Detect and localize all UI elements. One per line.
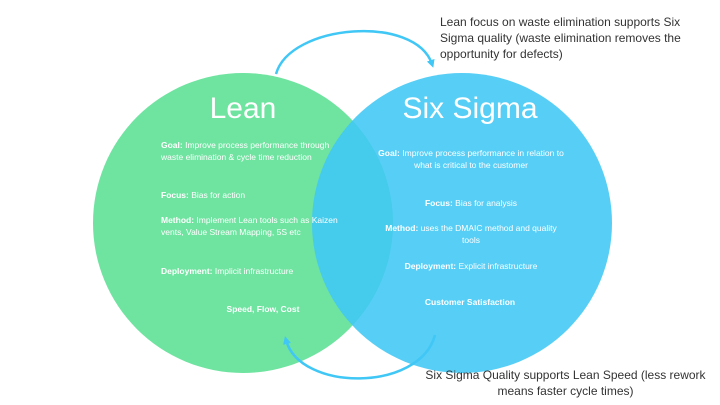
six-sigma-method-text: uses the DMAIC method and quality tools xyxy=(418,223,557,245)
lean-goal: Goal: Improve process performance throug… xyxy=(161,139,351,163)
bottom-arrow xyxy=(283,334,437,380)
six-sigma-method: Method: uses the DMAIC method and qualit… xyxy=(378,222,564,246)
lean-goal-label: Goal: xyxy=(161,140,183,150)
lean-deployment: Deployment: Implicit infrastructure xyxy=(161,265,351,277)
six-sigma-goal-label: Goal: xyxy=(378,148,400,158)
top-arrow xyxy=(274,29,435,75)
six-sigma-deployment: Deployment: Explicit infrastructure xyxy=(378,260,564,272)
lean-focus-label: Focus: xyxy=(161,190,189,200)
lean-method-label: Method: xyxy=(161,215,195,225)
six-sigma-footer: Customer Satisfaction xyxy=(424,297,516,307)
bottom-annotation: Six Sigma Quality supports Lean Speed (l… xyxy=(425,368,706,398)
six-sigma-goal-text: Improve process performance in relation … xyxy=(399,148,564,170)
six-sigma-title: Six Sigma xyxy=(402,92,538,125)
six-sigma-focus-text: Bias for analysis xyxy=(452,198,518,208)
six-sigma-deployment-text: Explicit infrastructure xyxy=(456,261,538,271)
lean-title: Lean xyxy=(209,92,277,125)
six-sigma-focus-label: Focus: xyxy=(424,198,453,208)
lean-deployment-label: Deployment: xyxy=(161,266,213,276)
lean-focus-text: Bias for action xyxy=(188,190,246,200)
lean-method-text: Implement Lean tools such as Kaizen vent… xyxy=(161,215,338,237)
lean-footer: Speed, Flow, Cost xyxy=(226,304,300,314)
six-sigma-deployment-label: Deployment: xyxy=(404,261,457,271)
six-sigma-goal: Goal: Improve process performance in rel… xyxy=(378,147,564,171)
top-annotation: Lean focus on waste elimination supports… xyxy=(440,15,681,61)
lean-method: Method: Implement Lean tools such as Kai… xyxy=(161,214,351,238)
six-sigma-method-label: Method: xyxy=(385,223,419,233)
six-sigma-circle xyxy=(312,73,612,373)
six-sigma-focus: Focus: Bias for analysis xyxy=(378,197,564,209)
lean-focus: Focus: Bias for action xyxy=(161,189,351,201)
lean-deployment-text: Implicit infrastructure xyxy=(212,266,294,276)
lean-goal-text: Improve process performance through wast… xyxy=(161,140,330,162)
